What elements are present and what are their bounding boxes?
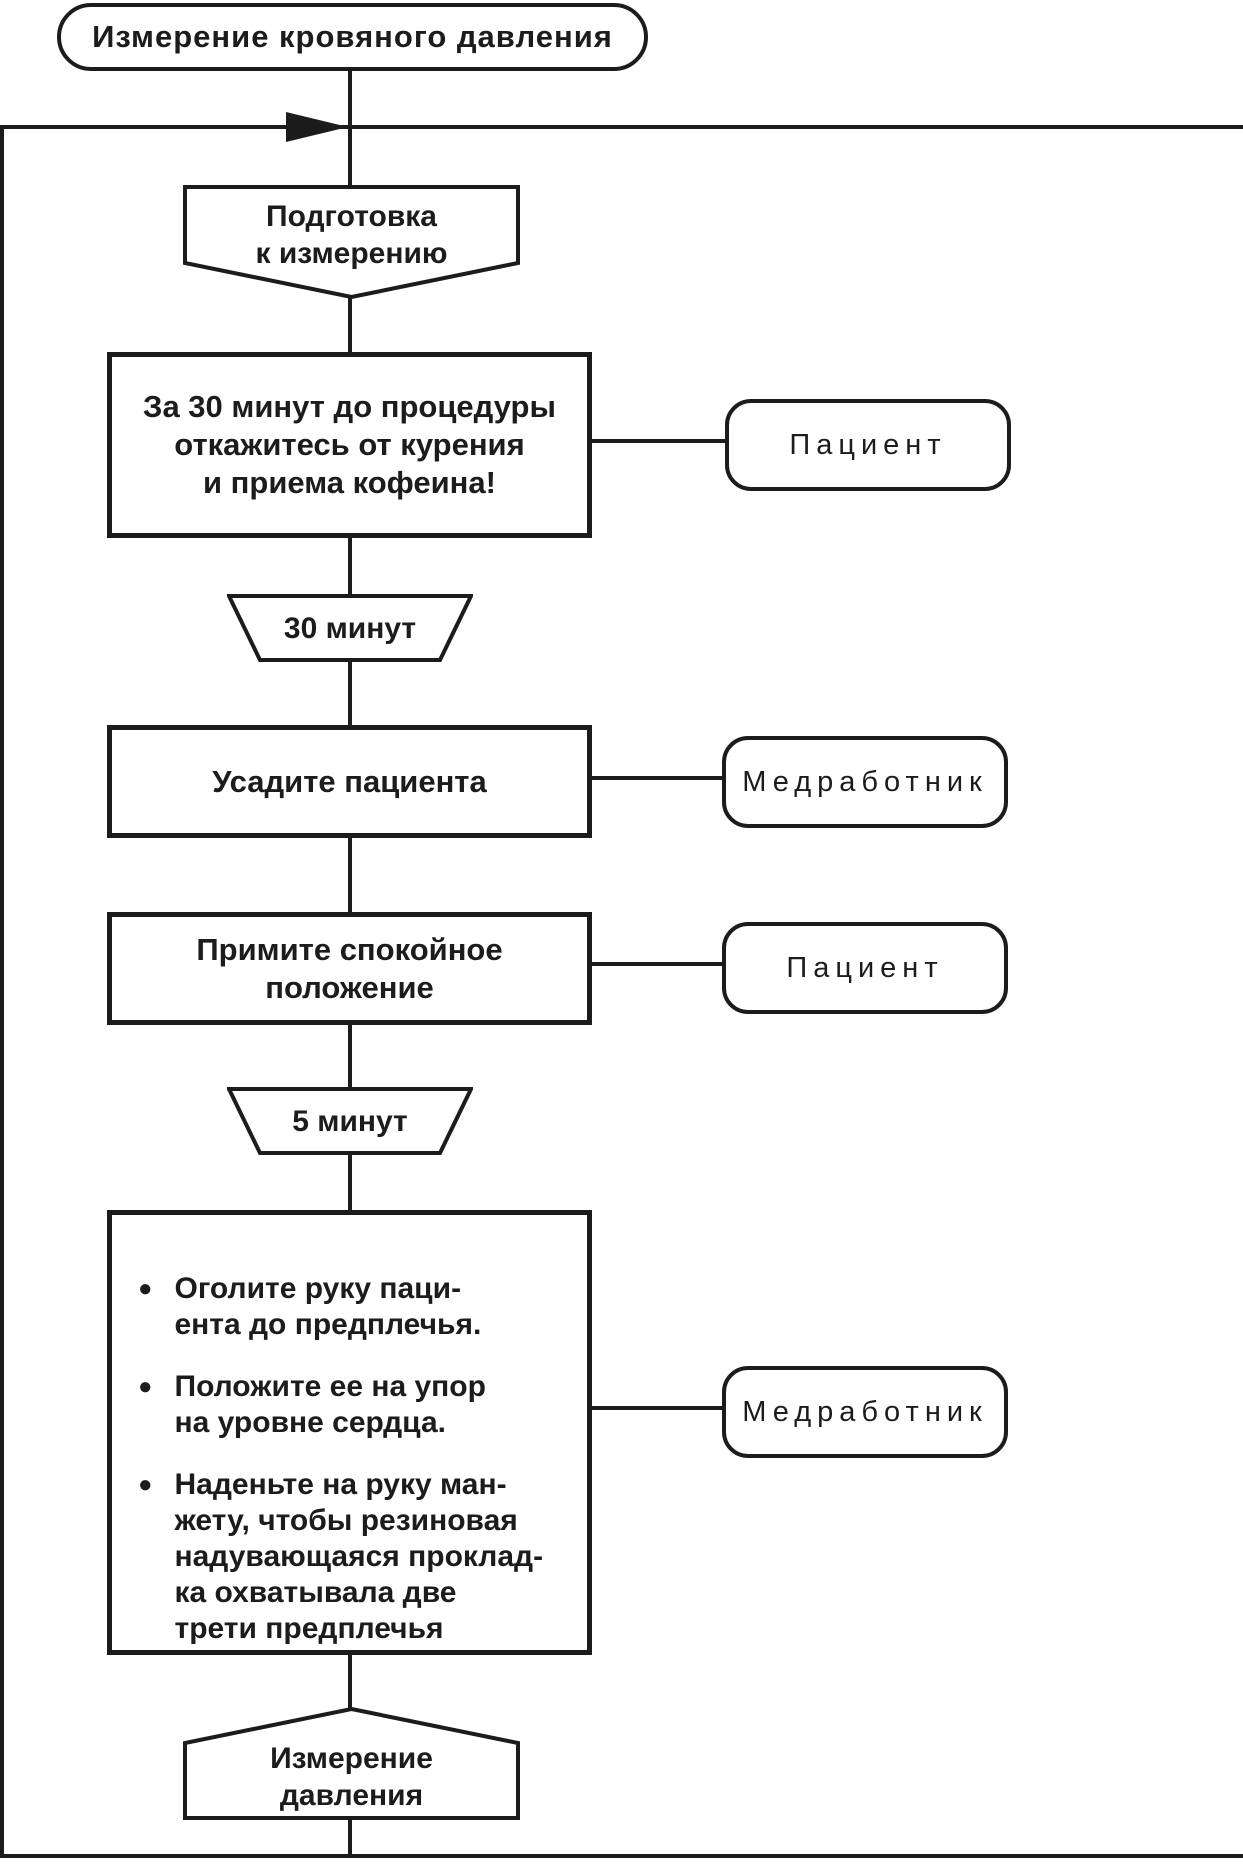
process-cuff-instructions: ● Оголите руку паци- ента до предплечья.… xyxy=(107,1210,592,1655)
banner-up-shape xyxy=(183,1707,520,1820)
bullet-icon: ● xyxy=(138,1373,153,1400)
trapezoid-shape xyxy=(227,1087,473,1155)
actor-connector xyxy=(586,962,722,966)
process-line: и приема кофеина! xyxy=(203,465,496,500)
actor-patient-2: Пациент xyxy=(722,922,1008,1014)
process-line: Примите спокойное xyxy=(196,931,503,967)
section-measurement: Измерение давления xyxy=(183,1707,520,1820)
bullet-icon: ● xyxy=(138,1275,153,1302)
section-measurement-line: давления xyxy=(279,1779,424,1812)
process-line: откажитесь от курения xyxy=(174,427,525,462)
section-measurement-line: Измерение xyxy=(270,1742,433,1775)
bullet-line: на уровне сердца. xyxy=(174,1406,446,1439)
terminator-start: Измерение кровяного давления xyxy=(57,3,648,71)
flow-connector xyxy=(348,67,352,187)
flow-connector xyxy=(348,1651,352,1711)
list-item: ● Наденьте на руку ман- жету, чтобы рези… xyxy=(138,1467,543,1647)
actor-patient-1: Пациент xyxy=(725,399,1011,491)
actor-label: Пациент xyxy=(786,951,944,984)
flow-connector xyxy=(348,1154,352,1214)
frame-left-line xyxy=(0,125,4,1858)
process-line: положение xyxy=(265,969,434,1005)
terminator-start-label: Измерение кровяного давления xyxy=(92,19,613,54)
section-preparation: Подготовка к измерению xyxy=(183,185,520,299)
process-line: За 30 минут до процедуры xyxy=(143,389,556,424)
flow-arrowhead-icon xyxy=(286,112,348,142)
bullet-line: жету, чтобы резиновая xyxy=(174,1504,518,1537)
frame-top-line xyxy=(0,125,1243,129)
flow-connector xyxy=(348,1021,352,1091)
banner-down-shape xyxy=(183,185,520,299)
actor-connector xyxy=(586,1406,722,1410)
list-item: ● Оголите руку паци- ента до предплечья. xyxy=(138,1271,481,1343)
process-no-smoking-caffeine: За 30 минут до процедуры откажитесь от к… xyxy=(107,352,592,538)
flow-connector xyxy=(348,658,352,728)
flow-connector xyxy=(348,834,352,916)
list-item: ● Положите ее на упор на уровне сердца. xyxy=(138,1369,486,1441)
actor-label: Медработник xyxy=(742,1395,988,1428)
actor-connector xyxy=(586,776,722,780)
actor-medworker-1: Медработник xyxy=(722,736,1008,828)
actor-medworker-2: Медработник xyxy=(722,1366,1008,1458)
process-seat-patient: Усадите пациента xyxy=(107,725,592,838)
flow-connector xyxy=(348,1814,352,1856)
delay-label: 30 минут xyxy=(283,611,417,645)
bullet-icon: ● xyxy=(138,1471,153,1498)
delay-5-minutes: 5 минут xyxy=(227,1087,473,1155)
delay-30-minutes: 30 минут xyxy=(227,594,473,662)
bullet-line: Положите ее на упор xyxy=(174,1370,486,1403)
section-preparation-line: Подготовка xyxy=(266,200,437,233)
actor-label: Медработник xyxy=(742,765,988,798)
bullet-line: трети предплечья xyxy=(174,1612,444,1645)
flow-connector xyxy=(348,534,352,598)
flow-connector xyxy=(348,295,352,355)
bullet-line: надувающаяся проклад- xyxy=(174,1540,544,1573)
frame-bottom-line xyxy=(0,1854,1243,1858)
trapezoid-shape xyxy=(227,594,473,662)
bullet-line: Наденьте на руку ман- xyxy=(174,1468,507,1501)
actor-connector xyxy=(586,439,725,443)
bullet-line: ента до предплечья. xyxy=(174,1308,482,1341)
delay-label: 5 минут xyxy=(292,1104,408,1138)
actor-label: Пациент xyxy=(789,428,947,461)
process-line: Усадите пациента xyxy=(212,763,487,799)
bullet-line: Оголите руку паци- xyxy=(174,1272,462,1305)
bullet-line: ка охватывала две xyxy=(174,1576,457,1609)
bullet-list: ● Оголите руку паци- ента до предплечья.… xyxy=(112,1215,559,1647)
section-preparation-line: к измерению xyxy=(255,237,448,270)
process-calm-position: Примите спокойное положение xyxy=(107,912,592,1025)
